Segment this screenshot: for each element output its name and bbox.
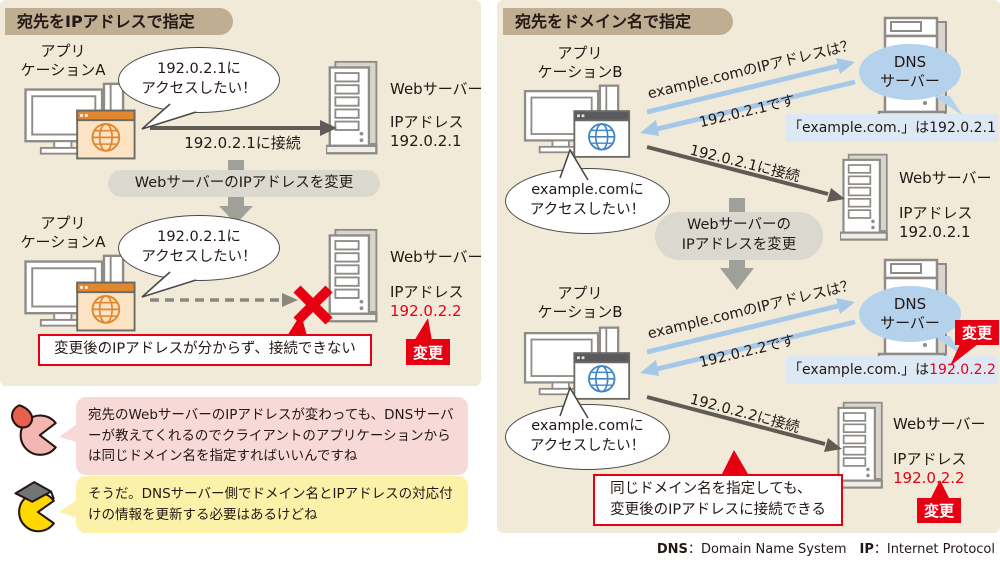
web-server-label: Webサーバー	[390, 248, 483, 266]
ip-abbr: IP	[859, 542, 874, 557]
dialog-answer-bubble: そうだ。DNSサーバー側でドメイン名とIPアドレスの対応付けの情報を更新する必要…	[76, 476, 468, 534]
web-server-icon	[840, 150, 892, 246]
app-a-label: アプリ ケーションA	[20, 42, 106, 79]
client-computer-icon	[22, 80, 140, 168]
ip-value: 192.0.2.1	[899, 223, 971, 241]
dns-record-ip: 192.0.2.1	[929, 120, 996, 136]
error-note: 変更後のIPアドレスが分からず、接続できない	[38, 334, 372, 366]
ip-label: IPアドレス	[893, 450, 967, 468]
web-server-icon	[326, 228, 382, 325]
ip-value: 192.0.2.1	[390, 132, 462, 150]
dns-server-label: DNS サーバー	[859, 44, 961, 100]
web-server-label: Webサーバー	[390, 80, 483, 98]
web-server-label: Webサーバー	[893, 415, 986, 433]
success-note: 同じドメイン名を指定しても、 変更後のIPアドレスに接続できる	[593, 474, 843, 526]
speech-bubble: 192.0.2.1に アクセスしたい！	[118, 215, 280, 281]
left-panel-title: 宛先をIPアドレスで指定	[5, 8, 233, 35]
ip-label: IPアドレス	[899, 204, 973, 222]
speech-bubble: example.comに アクセスしたい！	[505, 404, 670, 470]
change-badge: 変更	[917, 498, 961, 523]
character-yellow-icon	[8, 478, 66, 533]
dns-abbr: DNS	[656, 542, 688, 557]
dns-record-prefix: 「example.com.」は	[788, 362, 930, 378]
ip-label: IPアドレス	[390, 283, 464, 301]
dialog-question-bubble: 宛先のWebサーバーのIPアドレスが変わっても、DNSサーバーが教えてくれるので…	[76, 397, 468, 475]
dns-server-label: DNS サーバー	[859, 286, 961, 342]
ip-full: ：Internet Protocol	[873, 542, 995, 557]
speech-bubble: example.comに アクセスしたい！	[505, 168, 670, 234]
dns-full: ：Domain Name System	[687, 542, 860, 557]
app-a-label: アプリ ケーションA	[20, 214, 106, 251]
ip-value-changed: 192.0.2.2	[893, 469, 965, 487]
abbreviation-footnote: DNS：Domain Name System IP：Internet Proto…	[600, 538, 995, 557]
app-b-label: アプリ ケーションB	[537, 284, 623, 321]
web-server-label: Webサーバー	[899, 169, 992, 187]
speech-bubble: 192.0.2.1に アクセスしたい！	[118, 47, 280, 113]
change-badge: 変更	[406, 339, 450, 365]
character-pink-icon	[8, 403, 66, 458]
client-computer-icon	[519, 324, 637, 408]
change-banner: Webサーバーの IPアドレスを変更	[655, 212, 823, 260]
dns-record-prefix: 「example.com.」は	[788, 120, 930, 136]
dns-change-badge: 変更	[955, 320, 999, 345]
dns-record-ip-changed: 192.0.2.2	[929, 362, 996, 378]
connect-arrow-label: 192.0.2.1に接続	[184, 134, 301, 152]
ip-label: IPアドレス	[390, 113, 464, 131]
ip-value-changed: 192.0.2.2	[390, 302, 462, 320]
client-computer-icon	[22, 252, 140, 340]
right-panel-title: 宛先をドメイン名で指定	[503, 8, 733, 35]
app-b-label: アプリ ケーションB	[537, 44, 623, 81]
change-banner: WebサーバーのIPアドレスを変更	[108, 170, 380, 197]
client-computer-icon	[519, 82, 637, 166]
